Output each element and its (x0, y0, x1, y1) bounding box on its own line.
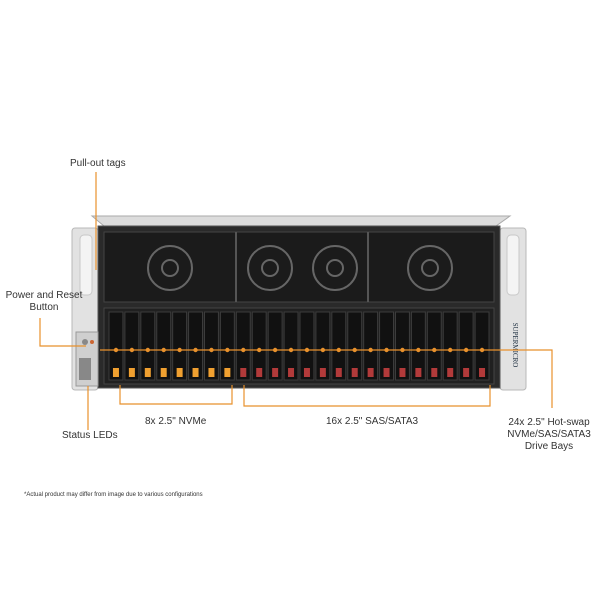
bay-callout-dot (113, 347, 119, 353)
status-leds-label: Status LEDs (62, 430, 118, 441)
sas-drive-bay[interactable] (235, 311, 251, 381)
sas-drive-bay[interactable] (395, 311, 410, 381)
footnote: *Actual product may differ from image du… (24, 492, 203, 498)
nvme-drive-bay[interactable] (140, 311, 156, 381)
status-leds (79, 358, 91, 380)
sas-drive-bay[interactable] (363, 311, 379, 381)
sas-drive-bay[interactable] (299, 311, 315, 381)
sas-drive-bay[interactable] (283, 311, 299, 381)
bay-callout-dot (225, 347, 230, 353)
sas-drive-bay[interactable] (442, 311, 458, 381)
bay-callout-dot (129, 347, 135, 353)
sas-group-label: 16x 2.5" SAS/SATA3 (326, 416, 419, 427)
bay-callout-dot (463, 347, 469, 353)
sas-drive-bay[interactable] (347, 311, 363, 381)
sas-drive-bay[interactable] (474, 311, 490, 381)
bay-callout-dot (320, 347, 326, 353)
power-reset-line2: Button (29, 302, 59, 313)
nvme-drive-bay[interactable] (188, 311, 203, 381)
bay-callout-dot (177, 347, 182, 353)
sas-drive-bay[interactable] (251, 311, 267, 381)
power-button[interactable] (82, 339, 88, 345)
reset-button[interactable] (90, 340, 94, 344)
nvme-drive-bay[interactable] (108, 311, 124, 381)
nvme-group-label: 8x 2.5" NVMe (145, 416, 207, 427)
brand-logo: SUPERMICRO (511, 323, 519, 368)
nvme-drive-bay[interactable] (172, 311, 188, 381)
pullout-tags-label: Pull-out tags (70, 158, 126, 169)
fan-icon (147, 245, 193, 291)
nvme-drive-bay[interactable] (124, 311, 140, 381)
bay-callout-dot (416, 347, 421, 353)
bay-callout-dot (288, 347, 294, 353)
nvme-drive-bay[interactable] (204, 311, 219, 381)
power-reset-label: Power and Reset Button (4, 290, 84, 314)
bay-callout-dot (304, 347, 310, 353)
hotswap-line1: 24x 2.5" Hot-swap (508, 417, 590, 428)
bay-callout-dot (272, 347, 278, 353)
bay-callout-dot (432, 347, 437, 353)
bay-callout-dot (384, 347, 389, 353)
sas-drive-bay[interactable] (410, 311, 426, 381)
fan-icon (407, 245, 453, 291)
bay-callout-dot (336, 347, 341, 353)
nvme-drive-bay[interactable] (156, 311, 172, 381)
hotswap-callout-line (100, 349, 553, 408)
hotswap-line3: Drive Bays (524, 441, 574, 452)
bay-callout-dot (257, 347, 262, 353)
sas-drive-bay[interactable] (426, 311, 442, 381)
chassis-top (90, 215, 512, 227)
sas-drive-bay[interactable] (458, 311, 474, 381)
power-callout-line (39, 318, 86, 347)
sas-drive-bay[interactable] (315, 311, 331, 381)
hotswap-line2: NVMe/SAS/SATA3 (507, 429, 591, 440)
sas-drive-bay[interactable] (267, 311, 283, 381)
sas-drive-bay[interactable] (379, 311, 395, 381)
bay-callout-dot (368, 347, 373, 353)
power-reset-line1: Power and Reset (5, 290, 83, 301)
bay-callout-dot (479, 347, 485, 353)
bay-callout-dot (352, 347, 357, 353)
fan-icon (247, 245, 358, 291)
nvme-bracket (119, 385, 233, 405)
bay-callout-dot (209, 347, 214, 353)
bay-callout-dot (448, 347, 453, 353)
bay-callout-dot (400, 347, 405, 353)
bay-callout-dot (145, 347, 150, 353)
bay-callout-dot (193, 347, 198, 353)
nvme-drive-bay[interactable] (219, 311, 235, 381)
bay-callout-dot (161, 347, 166, 353)
sas-bracket (243, 385, 491, 407)
sas-drive-bay[interactable] (331, 311, 347, 381)
bay-callout-dot (241, 347, 246, 353)
hotswap-label: 24x 2.5" Hot-swap NVMe/SAS/SATA3 Drive B… (502, 417, 596, 453)
